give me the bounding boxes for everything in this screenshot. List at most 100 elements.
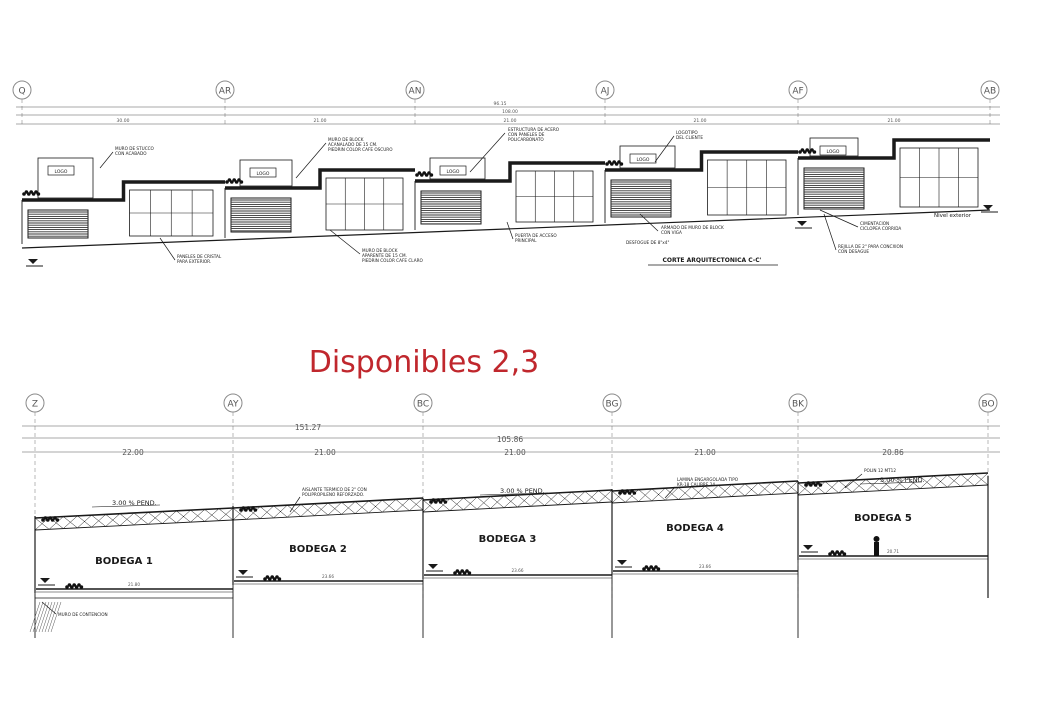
leader-line (664, 486, 676, 499)
leader-line (41, 601, 57, 615)
landscape-plant (22, 190, 41, 196)
truss-web (91, 514, 106, 528)
truss-web (77, 514, 92, 529)
truss-web (811, 481, 826, 495)
plant-leaf (438, 500, 443, 504)
axis-bubble (788, 393, 808, 413)
truss-web (892, 477, 907, 491)
plant-leaf (272, 577, 277, 581)
axis-bubble (978, 393, 998, 413)
truss-web (947, 474, 962, 488)
truss-web (476, 496, 491, 510)
plant-leaf (79, 585, 84, 589)
plant-leaf (46, 518, 50, 522)
plant-leaf (620, 489, 625, 493)
axis-label: AF (792, 87, 803, 97)
truss-web (63, 515, 78, 529)
truss-web (757, 482, 772, 496)
truss-web (503, 494, 518, 508)
dim-span: 30.00 (117, 118, 130, 124)
plant-leaf (275, 575, 279, 579)
floor-dim: 20.71 (887, 549, 899, 554)
dim-span: 21.00 (694, 118, 707, 124)
bodega-bay-1: BODEGA 121.80 (34, 507, 234, 638)
axis-label: BG (606, 400, 619, 410)
axis-bubble (980, 80, 1000, 100)
truss-web (933, 474, 948, 489)
plant-leaf (34, 190, 38, 194)
truss-web (147, 511, 163, 525)
floor-dim: 21.80 (128, 582, 140, 587)
axis-label: BK (792, 400, 805, 410)
plant-leaf (427, 171, 431, 175)
truss-web (105, 513, 121, 527)
leader-line (654, 135, 675, 163)
plant-leaf (70, 585, 74, 589)
slope-arrow (91, 504, 161, 508)
logo-text: LOGO (827, 149, 840, 155)
axis-label: AR (219, 87, 231, 97)
plant-leaf (627, 491, 632, 495)
truss-web (436, 498, 451, 512)
parapet-block (37, 157, 94, 199)
truss-web (731, 483, 746, 497)
logo-text: LOGO (55, 169, 68, 175)
plant-leaf (415, 173, 419, 177)
plant-leaf (632, 491, 637, 495)
availability-headline: Disponibles 2,3 (309, 345, 540, 380)
axis-label: Z (32, 400, 38, 410)
truss-web (919, 475, 934, 489)
roll-up-door (420, 190, 482, 225)
logo-box (439, 165, 467, 176)
plant-leaf (656, 567, 661, 571)
plant-leaf (277, 577, 282, 581)
plant-leaf (614, 162, 619, 166)
plant-leaf (24, 190, 29, 194)
roof-slab (22, 180, 225, 202)
plant-leaf (806, 481, 811, 485)
truss-web (906, 476, 921, 490)
plant-leaf (27, 192, 31, 196)
dim-overall: 96.15 (494, 101, 507, 107)
plant-leaf (612, 160, 616, 164)
retaining-hatch (41, 601, 53, 633)
truss-web (704, 485, 719, 499)
truss-web (960, 473, 975, 487)
level-marker (983, 205, 993, 210)
plant-leaf (649, 565, 653, 569)
plant-leaf (647, 567, 651, 571)
bodega-bay-2: BODEGA 223.66 (232, 497, 424, 638)
level-marker (803, 545, 813, 550)
logo-box (249, 167, 277, 178)
axis-bubble (12, 80, 32, 100)
truss-web (300, 503, 315, 517)
truss-web (341, 501, 356, 515)
plant-leaf (67, 583, 72, 587)
truss-web (651, 487, 666, 502)
dim-span: 20.86 (882, 448, 904, 457)
plant-leaf (458, 571, 462, 575)
truss-web (259, 505, 274, 519)
axis-label: AN (409, 87, 422, 97)
retaining-hatch (47, 601, 59, 633)
plant-leaf (828, 552, 832, 556)
truss-web (571, 491, 586, 505)
plant-leaf (265, 575, 270, 579)
axis-label: AY (228, 400, 239, 410)
module-2: LOGO (224, 159, 415, 238)
module-3: LOGO (414, 157, 605, 230)
plant-leaf (48, 516, 52, 520)
plant-leaf (29, 190, 33, 194)
axis-bubble (595, 80, 615, 100)
leader-line (819, 209, 859, 228)
plant-leaf (812, 150, 817, 154)
plant-leaf (811, 481, 815, 485)
truss-web (584, 490, 599, 504)
slope-arrow (479, 492, 549, 496)
plant-leaf (431, 498, 436, 502)
truss-web (218, 507, 234, 521)
truss-web (664, 487, 679, 501)
